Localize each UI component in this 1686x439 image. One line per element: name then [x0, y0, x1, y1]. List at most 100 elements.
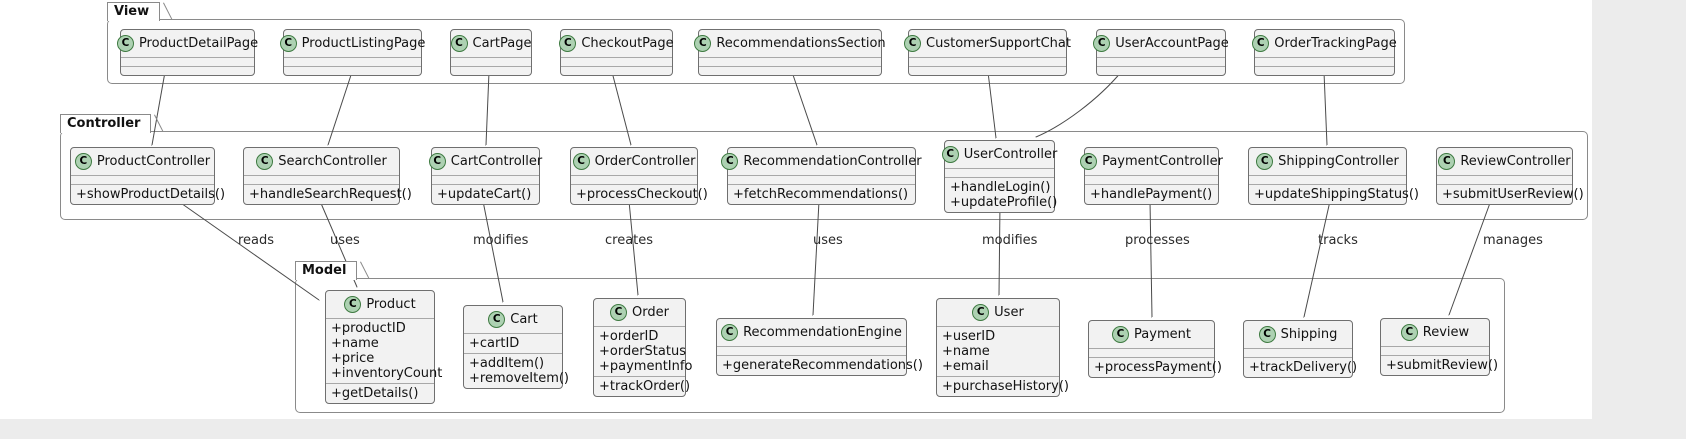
edge-label-uses-product: uses [330, 233, 360, 248]
class-recommendations-section: C RecommendationsSection [694, 29, 886, 76]
class-icon: C [610, 304, 628, 321]
class-attributes [1244, 348, 1352, 357]
class-attributes [1249, 175, 1406, 184]
class-user-account-page: C UserAccountPage [1093, 29, 1229, 76]
class-icon: C [721, 153, 739, 170]
class-attributes [1255, 57, 1394, 66]
class-icon: C [1258, 326, 1276, 343]
class-icon: C [1093, 35, 1111, 52]
class-attributes [571, 175, 697, 184]
class-methods: +processCheckout() [571, 184, 708, 204]
class-name: CartPage [472, 36, 532, 51]
class-name: CartController [450, 154, 543, 169]
class-name: CheckoutPage [581, 36, 674, 51]
class-attributes [1381, 346, 1489, 355]
class-icon: C [488, 311, 506, 328]
class-methods [284, 66, 421, 75]
class-methods: +handleSearchRequest() [244, 184, 412, 204]
class-name: OrderTrackingPage [1274, 36, 1397, 51]
class-name: RecommendationController [743, 154, 922, 169]
class-icon: C [941, 146, 959, 163]
class-icon: C [904, 35, 922, 52]
class-methods: +handlePayment() [1085, 184, 1218, 204]
class-icon: C [344, 296, 362, 313]
class-attributes [1097, 57, 1225, 66]
class-attributes [244, 175, 399, 184]
class-name: RecommendationsSection [716, 36, 886, 51]
class-methods: +processPayment() [1089, 357, 1222, 377]
edge-label-modifies-user: modifies [982, 233, 1038, 248]
class-methods [451, 66, 531, 75]
class-methods: +fetchRecommendations() [728, 184, 915, 204]
class-methods: +showProductDetails() [71, 184, 225, 204]
class-attributes [284, 57, 421, 66]
class-attributes: +productID +name +price +inventoryCount [326, 318, 442, 383]
class-methods: +submitReview() [1381, 355, 1498, 375]
class-methods: +updateShippingStatus() [1249, 184, 1419, 204]
class-icon: C [256, 153, 274, 170]
class-name: UserAccountPage [1115, 36, 1229, 51]
class-name: PaymentController [1102, 154, 1223, 169]
class-name: ReviewController [1460, 154, 1571, 169]
arrow-productlistingpage-searchcontroller [328, 71, 353, 145]
class-attributes [945, 168, 1054, 177]
class-name: Shipping [1280, 327, 1338, 342]
arrow-productcontroller-product [177, 200, 319, 300]
class-name: Order [632, 305, 669, 320]
class-methods: +getDetails() [326, 383, 434, 403]
class-name: UserController [963, 147, 1058, 162]
class-icon: C [721, 324, 739, 341]
class-name: CustomerSupportChat [926, 36, 1071, 51]
class-icon: C [1256, 153, 1274, 170]
class-icon: C [428, 153, 446, 170]
edge-label-modifies-cart: modifies [473, 233, 529, 248]
class-icon: C [559, 35, 577, 52]
class-attributes [1089, 348, 1214, 357]
class-attributes [699, 57, 881, 66]
class-attributes: +cartID [464, 333, 562, 353]
class-attributes: +orderID +orderStatus +paymentInfo [594, 326, 692, 376]
package-controller [60, 131, 1588, 220]
class-checkout-page: C CheckoutPage [559, 29, 674, 76]
class-attributes [121, 57, 254, 66]
arrow-paymentcontroller-payment [1150, 200, 1153, 317]
class-icon: C [694, 35, 712, 52]
class-order-tracking-page: C OrderTrackingPage [1252, 29, 1397, 76]
class-shipping-controller: C ShippingController +updateShippingStatu… [1248, 147, 1419, 205]
edge-label-uses-engine: uses [813, 233, 843, 248]
class-attributes [1437, 175, 1572, 184]
arrow-checkoutpage-ordercontroller [611, 71, 631, 145]
class-name: ProductListingPage [301, 36, 426, 51]
class-attributes [1085, 175, 1218, 184]
class-icon: C [450, 35, 468, 52]
class-attributes [728, 175, 915, 184]
class-product-listing-page: C ProductListingPage [279, 29, 425, 76]
class-recommendation-controller: C RecommendationController +fetchRecommen… [721, 147, 922, 205]
class-icon: C [74, 153, 92, 170]
class-icon: C [279, 35, 297, 52]
class-icon: C [1112, 326, 1130, 343]
class-methods [121, 66, 254, 75]
class-methods [699, 66, 881, 75]
class-methods [1255, 66, 1394, 75]
class-name: ShippingController [1278, 154, 1399, 169]
class-icon: C [1400, 324, 1418, 341]
package-view [107, 19, 1405, 84]
class-cart-page: C CartPage [450, 29, 532, 76]
arrow-cartcontroller-cart [482, 200, 503, 302]
package-tab-controller: Controller [60, 114, 152, 133]
class-icon: C [1252, 35, 1270, 52]
class-methods: +handleLogin() +updateProfile() [945, 177, 1057, 212]
arrow-customersupportchat-usercontroller [987, 71, 996, 138]
class-attributes [71, 175, 214, 184]
